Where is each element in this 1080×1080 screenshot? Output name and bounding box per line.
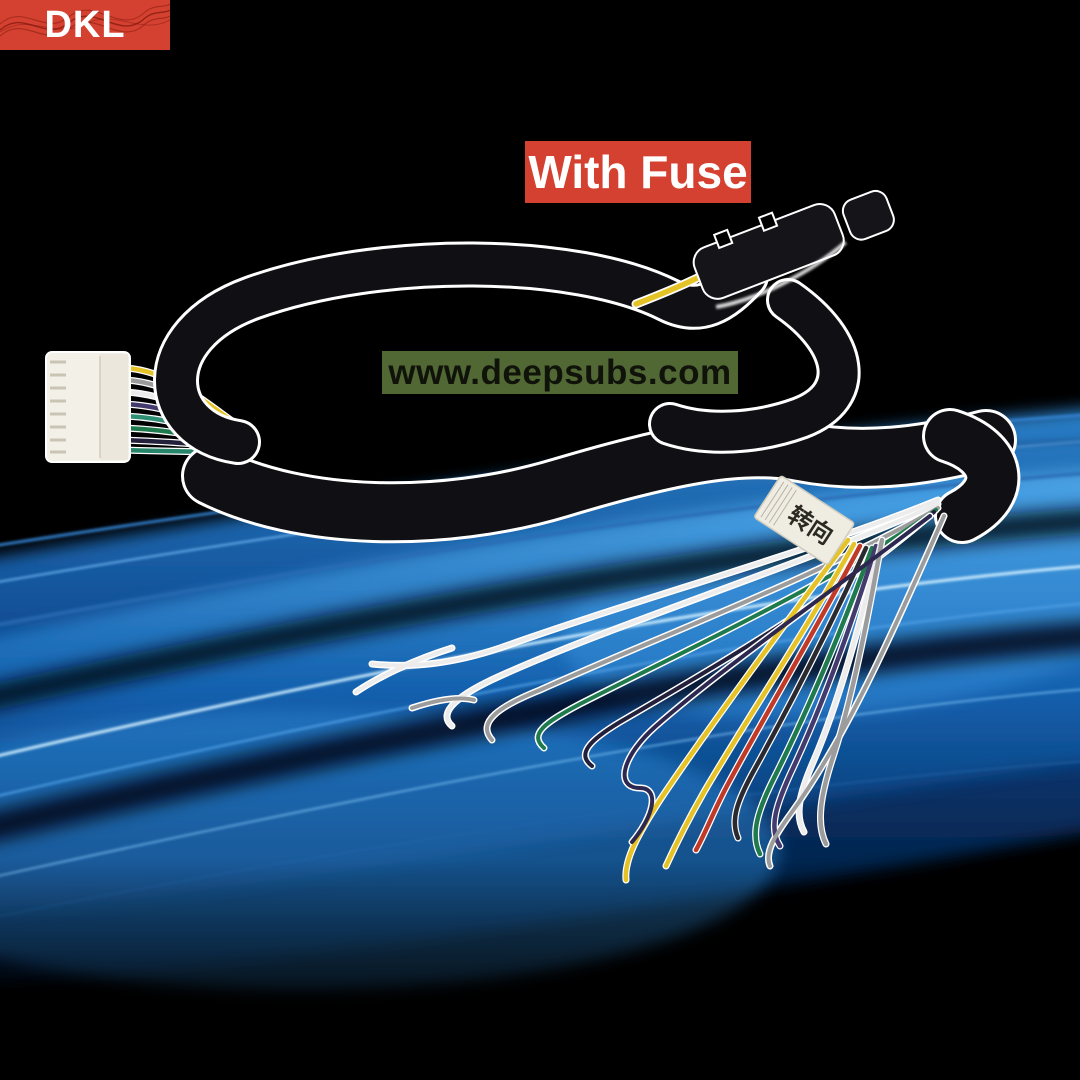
fuse-callout-text: With Fuse [528,146,748,198]
brand-wave-decoration [0,3,170,37]
white-connector [45,351,131,463]
brand-banner: DKL [0,0,170,50]
watermark-text: www.deepsubs.com [388,352,732,392]
cable-tag: 转向 [754,475,855,565]
wiring-harness: 转向 [45,189,1021,884]
fuse-holder [692,189,895,309]
fuse-callout-label: With Fuse [525,141,751,203]
sleeve-lower-run [181,409,1017,544]
sleeve-fuse-curl [648,278,861,454]
watermark: www.deepsubs.com [382,351,738,394]
brand-logo-text: DKL [44,4,126,46]
sleeve-end [922,408,1021,544]
sleeve-upper-loop [153,241,769,465]
wire-bundle-lower [621,512,948,884]
